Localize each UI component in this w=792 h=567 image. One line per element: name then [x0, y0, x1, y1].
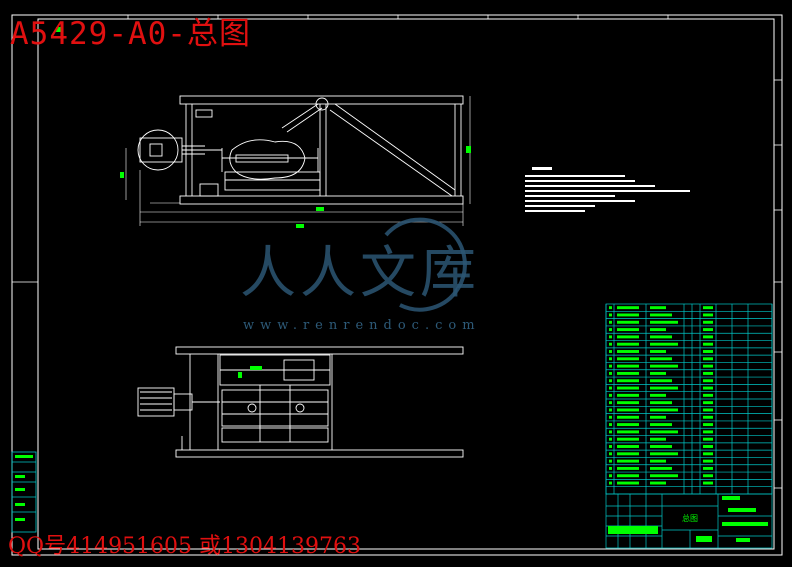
front-elevation-dim-labels	[56, 27, 471, 228]
title-block	[605, 493, 773, 549]
front-elevation-view	[137, 95, 464, 205]
zone-ticks	[12, 15, 782, 489]
sheet-inner-border	[37, 18, 775, 550]
plan-view	[137, 346, 464, 458]
left-revision-table	[11, 451, 37, 533]
watermark-site: www.renrendoc.com	[243, 318, 481, 333]
sheet-outer-border	[11, 14, 783, 556]
parts-list-table	[605, 303, 773, 495]
watermark-chars: 人人文库	[240, 241, 480, 306]
watermark-logo	[384, 217, 467, 312]
parts-list-entries	[609, 306, 713, 485]
title-block-drawing-name: 总图	[682, 513, 698, 523]
drawing-title-overlay: A5429-A0-总图	[10, 16, 251, 52]
contact-overlay: QQ号414951605 或1304139763	[8, 534, 362, 559]
title-block-entries	[608, 496, 768, 542]
technical-notes	[525, 167, 690, 212]
front-elevation-dimensions	[125, 96, 471, 226]
plan-view-dims	[238, 366, 262, 378]
